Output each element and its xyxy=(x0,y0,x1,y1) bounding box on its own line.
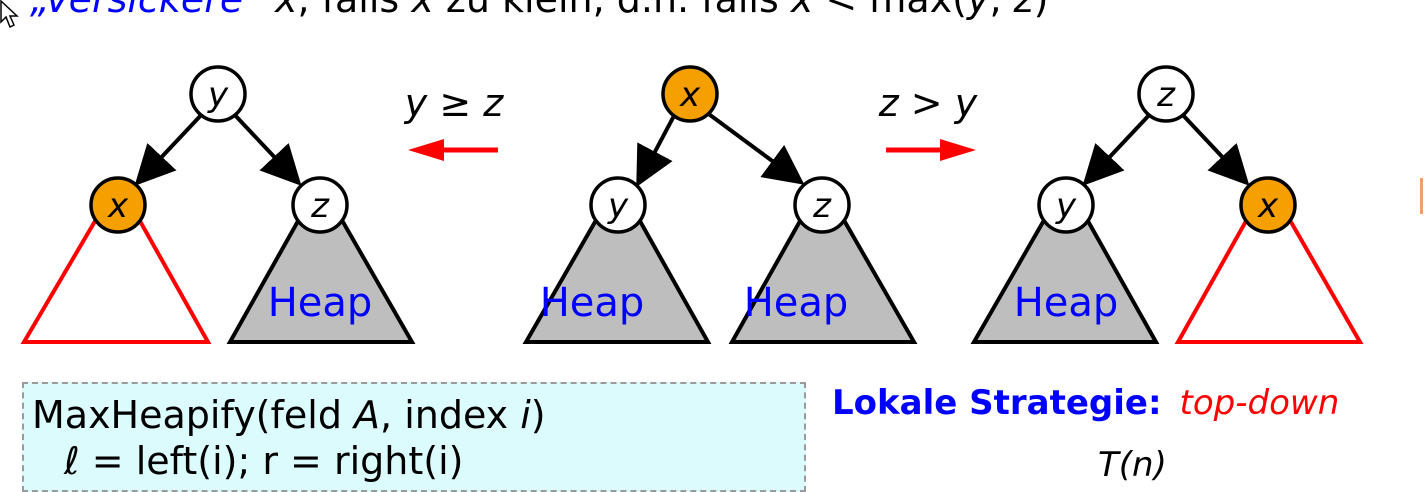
node-y xyxy=(589,176,647,234)
heap-label: Heap xyxy=(744,280,849,326)
arrow-left: y ≥ z xyxy=(404,81,504,161)
node-x xyxy=(661,65,719,123)
node-z-label: z xyxy=(1156,75,1176,115)
headline: „Versickere“ x, falls x zu klein, d.h. f… xyxy=(30,0,1048,18)
edge-y-x xyxy=(134,110,206,186)
tree-middle: x y z Heap Heap xyxy=(522,65,918,344)
node-y-label: y xyxy=(1055,186,1077,226)
algorithm-signature: MaxHeapify(feld A, index i) xyxy=(32,393,546,437)
mouse-cursor-icon xyxy=(0,0,19,29)
headline-verb: „Versickere“ xyxy=(30,0,263,21)
node-x xyxy=(89,176,147,234)
algorithm-line-2: ℓ = left(i); r = right(i) xyxy=(64,439,464,483)
scroll-marker xyxy=(1420,178,1423,214)
node-y xyxy=(189,65,247,123)
left-subtree-heap xyxy=(226,177,416,344)
middle-subtree-left xyxy=(522,177,712,344)
headline-compare: < max( xyxy=(813,0,967,21)
node-z-label: z xyxy=(812,186,832,226)
tree-left: y x z Heap xyxy=(20,65,416,344)
headline-var-x3: x xyxy=(791,0,814,21)
node-z xyxy=(1137,65,1195,123)
strategy-label: Lokale Strategie: xyxy=(832,383,1162,423)
algorithm-box: MaxHeapify(feld A, index i) ℓ = left(i);… xyxy=(22,382,806,492)
left-subtree-invalid xyxy=(20,177,212,344)
headline-comma: , xyxy=(989,0,1013,21)
headline-text2: zu klein, d.h. falls xyxy=(434,0,791,21)
right-subtree-heap xyxy=(970,177,1160,344)
node-x xyxy=(1239,176,1297,234)
heap-diagram: y x z Heap y ≥ z x y z Heap Heap xyxy=(20,65,1364,344)
headline-close: ) xyxy=(1034,0,1049,21)
node-y xyxy=(1037,176,1095,234)
node-x-label: x xyxy=(107,186,129,226)
heap-label: Heap xyxy=(268,280,373,326)
headline-var-z: z xyxy=(1014,0,1034,21)
bottom-fragment: T(n) xyxy=(1098,445,1167,485)
arrow-left-label: y ≥ z xyxy=(404,81,504,125)
heap-label: Heap xyxy=(540,280,645,326)
node-x-label: x xyxy=(1257,186,1279,226)
arrow-right: z > y xyxy=(878,81,978,161)
strategy-value: top-down xyxy=(1179,383,1340,423)
node-x-label: x xyxy=(679,75,701,115)
tree-right: z y x Heap xyxy=(970,65,1364,344)
arrow-right-label: z > y xyxy=(878,81,978,125)
heap-label: Heap xyxy=(1014,280,1119,326)
right-subtree-invalid xyxy=(1174,177,1364,344)
node-y-label: y xyxy=(207,75,229,115)
headline-var-x: x xyxy=(275,0,298,21)
headline-text: , falls xyxy=(297,0,411,21)
node-z xyxy=(291,176,349,234)
strategy-line: Lokale Strategie: top-down xyxy=(832,386,1339,420)
node-z-label: z xyxy=(310,186,330,226)
node-y-label: y xyxy=(607,186,629,226)
node-z xyxy=(793,176,851,234)
middle-subtree-right xyxy=(728,177,918,344)
edge-y-z xyxy=(230,110,302,186)
headline-var-x2: x xyxy=(411,0,434,21)
headline-var-y: y xyxy=(967,0,990,21)
